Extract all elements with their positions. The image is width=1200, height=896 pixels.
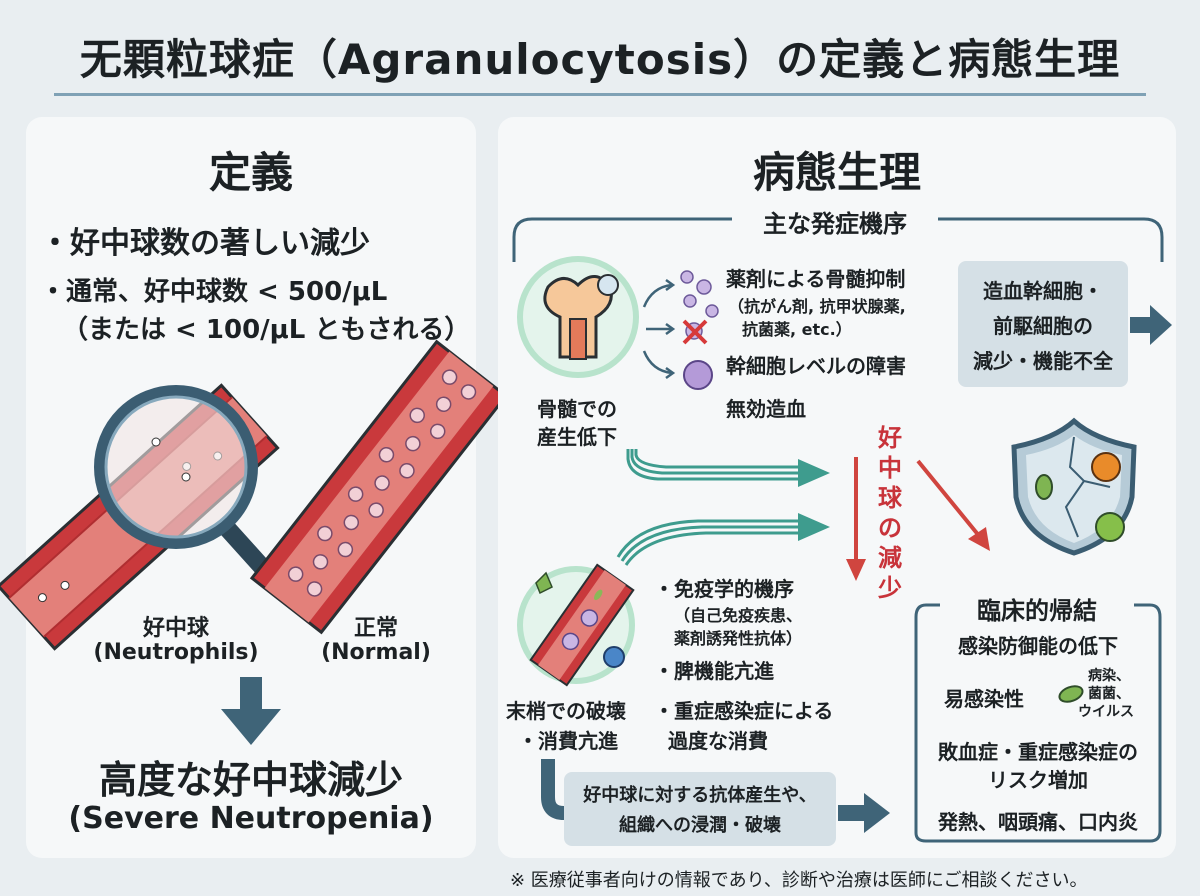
- drug-examples-1: （抗がん剤, 抗甲状腺薬,: [728, 297, 906, 316]
- shield-icon: [1011, 417, 1137, 556]
- immune-sub-2: 薬剤誘発性抗体）: [674, 629, 803, 648]
- clinical-item-3-1: 敗血症・重症感染症の: [938, 740, 1138, 764]
- antibody-line-2: 組織への浸潤・破壊: [619, 815, 781, 836]
- label-neutrophils-en: (Neutrophils): [93, 640, 259, 665]
- marrow-branch-arrows: [642, 270, 719, 390]
- bone-marrow-label-2: 産生低下: [537, 425, 617, 449]
- pathophysiology-heading: 病態生理: [752, 148, 921, 197]
- antibody-flow-arrow: [541, 759, 890, 833]
- definition-bullet-2: ・通常、好中球数 < 500/μL: [40, 277, 388, 307]
- stem-box-arrow-icon: [1130, 305, 1172, 345]
- neutrophil-decrease-label: 好 中 球 の 減 少: [870, 423, 910, 603]
- peripheral-label-1: 末梢での破壊: [506, 699, 626, 723]
- bone-marrow-label-1: 骨髄での: [537, 397, 617, 421]
- ineffective-hematopoiesis: 無効造血: [726, 397, 806, 421]
- label-normal: 正常: [353, 616, 398, 641]
- stem-box-line-1: 造血幹細胞・: [983, 278, 1103, 303]
- pathogens-2: 菌菌、: [1088, 686, 1130, 702]
- pathogens-1: 病染、: [1088, 668, 1130, 684]
- decrease-char-1: 好: [878, 424, 902, 452]
- label-neutrophils: 好中球: [142, 616, 209, 641]
- down-arrow-icon: [221, 677, 281, 745]
- decrease-char-4: の: [878, 514, 902, 542]
- peripheral-label-2: ・消費亢進: [518, 729, 618, 753]
- clinical-item-2: 易感染性: [944, 687, 1024, 711]
- stem-box-line-2: 前駆細胞の: [993, 313, 1093, 338]
- pathophysiology-panel: 病態生理 主な発症機序 骨髄での 産生低下 薬剤による骨髄抑制 （抗がん剤, 抗…: [498, 117, 1176, 858]
- page-title: 无顆粒球症（Agranulocytosis）の定義と病態生理: [79, 35, 1121, 84]
- clinical-item-4: 発熱、咽頭痛、口内炎: [938, 810, 1138, 834]
- mechanisms-heading: 主な発症機序: [763, 210, 907, 238]
- normal-vessel: [249, 339, 509, 635]
- definition-result: 高度な好中球減少: [98, 758, 403, 802]
- clinical-item-3-2: リスク増加: [988, 768, 1088, 792]
- red-arrows: [846, 457, 990, 581]
- bone-icon: [517, 256, 639, 378]
- clinical-item-1: 感染防御能の低下: [958, 634, 1118, 658]
- immune-sub-1: （自己免疫疾患、: [674, 606, 803, 625]
- severe-infection-2: 過度な消費: [668, 729, 768, 753]
- definition-heading: 定義: [208, 148, 293, 197]
- peripheral-destruction-icon: [517, 563, 635, 687]
- decrease-char-2: 中: [878, 454, 902, 482]
- bacteria-icon: [1058, 685, 1084, 703]
- hypersplenism: ・脾機能亢進: [654, 659, 774, 683]
- mechanisms-bracket: [512, 217, 1164, 262]
- clinical-heading: 臨床的帰結: [977, 597, 1097, 625]
- antibody-line-1: 好中球に対する抗体産生や、: [583, 785, 817, 806]
- decrease-char-3: 球: [878, 484, 902, 512]
- definition-bullet-1: ・好中球数の著しい減少: [40, 226, 370, 261]
- pathogens-3: ウイルス: [1078, 704, 1134, 720]
- clinical-frame: [914, 603, 1162, 843]
- definition-bullet-2-sub: （または < 100/μL ともされる）: [62, 315, 471, 345]
- stem-cell-box: 造血幹細胞・ 前駆細胞の 減少・機能不全: [958, 261, 1128, 387]
- definition-result-en: (Severe Neutropenia): [68, 801, 434, 836]
- immune-mechanism: ・免疫学的機序: [654, 577, 794, 601]
- antibody-box: 好中球に対する抗体産生や、 組織への浸潤・破壊: [564, 772, 836, 846]
- footnote: ※ 医療従事者向けの情報であり、診断や治療は医師にご相談ください。: [510, 870, 1088, 891]
- drug-examples-2: 抗菌薬, etc.）: [742, 320, 852, 339]
- definition-panel: 定義 ・好中球数の著しい減少 ・通常、好中球数 < 500/μL （または < …: [0, 117, 509, 858]
- decrease-char-5: 減: [878, 544, 902, 572]
- stem-cell-disorder: 幹細胞レベルの障害: [726, 354, 906, 378]
- vessel-illustration: [0, 339, 509, 651]
- label-normal-en: (Normal): [321, 640, 431, 665]
- teal-flow-arrows: [616, 449, 830, 566]
- severe-infection-1: ・重症感染症による: [654, 699, 834, 723]
- drug-suppression: 薬剤による骨髄抑制: [726, 267, 906, 291]
- stem-box-line-3: 減少・機能不全: [973, 348, 1113, 373]
- decrease-char-6: 少: [878, 574, 902, 602]
- title-divider: [54, 93, 1146, 96]
